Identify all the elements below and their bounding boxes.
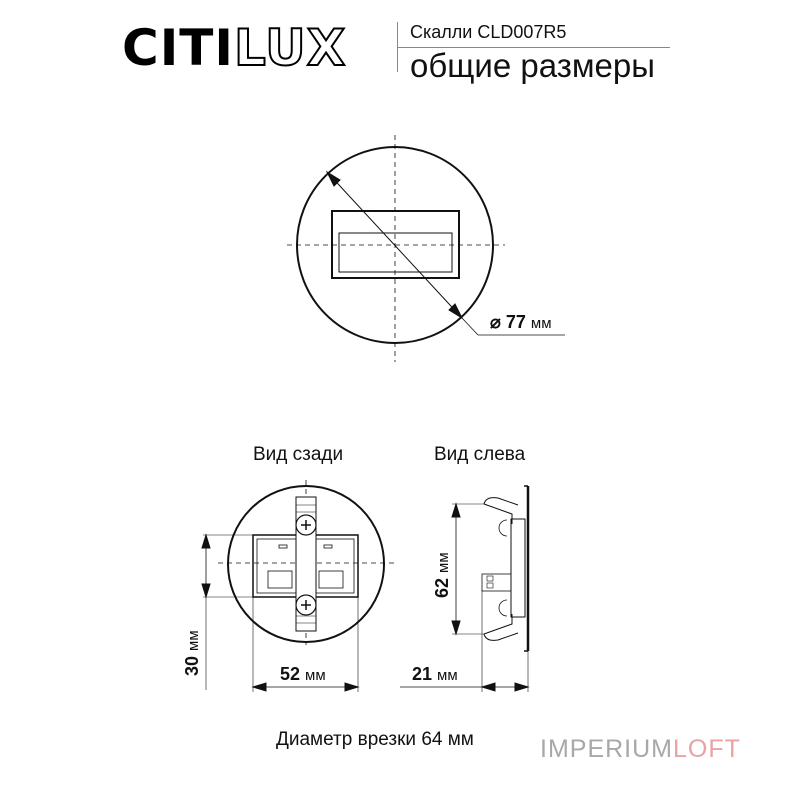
back-view-label: Вид сзади	[253, 444, 344, 465]
side-depth-value: 21	[412, 664, 433, 684]
diameter-value: 77	[505, 312, 526, 332]
header-divider	[397, 47, 670, 48]
back-height-unit: мм	[185, 630, 202, 651]
side-depth-unit: мм	[437, 667, 458, 684]
back-width-dimension: 52 мм	[280, 663, 326, 687]
back-view	[201, 480, 395, 692]
logo-lux: LUX	[233, 18, 347, 78]
diameter-unit: мм	[530, 315, 552, 332]
page-title: общие размеры	[410, 47, 655, 84]
logo-citi: CITI	[122, 19, 235, 77]
diameter-symbol: ⌀	[490, 312, 501, 332]
side-height-unit: мм	[435, 552, 452, 573]
side-view-label: Вид слева	[434, 444, 526, 465]
back-width-unit: мм	[305, 667, 326, 684]
back-width-value: 52	[280, 664, 301, 684]
watermark-loft: LOFT	[673, 735, 741, 763]
side-depth-dimension: 21 мм	[412, 663, 458, 687]
side-height-dimension: 62 мм	[431, 552, 455, 598]
back-height-dimension: 30 мм	[181, 630, 205, 676]
logo: CITILUX	[122, 18, 346, 78]
model-name: Скалли CLD007R5	[410, 22, 567, 42]
cutout-diameter-note: Диаметр врезки 64 мм	[276, 729, 474, 750]
diameter-label: ⌀ 77 мм	[490, 311, 552, 335]
front-view	[287, 135, 565, 362]
side-height-value: 62	[432, 577, 452, 598]
back-height-value: 30	[182, 655, 202, 676]
watermark-imperium: IMPERIUM	[540, 735, 673, 763]
watermark: IMPERIUMLOFT	[540, 734, 741, 764]
side-view	[400, 485, 530, 692]
